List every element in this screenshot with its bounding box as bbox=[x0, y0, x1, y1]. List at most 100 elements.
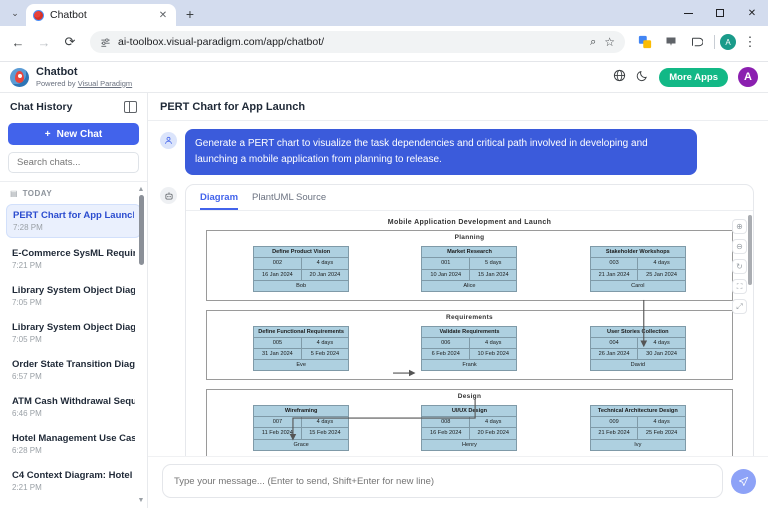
task-id: 002 bbox=[254, 258, 302, 269]
extensions-puzzle-icon[interactable] bbox=[633, 30, 657, 54]
reload-icon[interactable]: ⟳ bbox=[64, 34, 76, 49]
tab-search-chevron-icon[interactable]: ⌄ bbox=[11, 7, 19, 18]
side-panel-icon[interactable] bbox=[685, 30, 709, 54]
visual-paradigm-logo-icon bbox=[10, 67, 29, 87]
task-id: 009 bbox=[591, 417, 639, 428]
search-input[interactable] bbox=[8, 152, 139, 173]
more-apps-button[interactable]: More Apps bbox=[659, 67, 728, 87]
panel-collapse-icon[interactable] bbox=[124, 101, 137, 113]
diagram-viewport[interactable]: Mobile Application Development and Launc… bbox=[186, 211, 753, 456]
task-duration: 4 days bbox=[484, 419, 502, 426]
chat-history-item[interactable]: E-Commerce SysML Require...7:21 PM bbox=[6, 243, 141, 275]
chat-history-item[interactable]: Order State Transition Diagra...6:57 PM bbox=[6, 354, 141, 386]
chat-item-title: ATM Cash Withdrawal Seque... bbox=[12, 396, 135, 407]
fullscreen-icon[interactable]: ⤢ bbox=[732, 299, 747, 315]
user-avatar[interactable]: A bbox=[738, 67, 758, 87]
app-header-actions: More Apps A bbox=[613, 67, 758, 87]
chat-history-item[interactable]: C4 Context Diagram: Hotel ...2:21 PM bbox=[6, 465, 141, 497]
task-start-date: 6 Feb 2024 bbox=[422, 349, 470, 360]
maximize-button[interactable] bbox=[704, 0, 736, 26]
moon-icon[interactable] bbox=[636, 69, 649, 85]
chat-history-item[interactable]: Library System Object Diagr...7:05 PM bbox=[6, 317, 141, 349]
diagram-scrollbar-thumb[interactable] bbox=[748, 215, 752, 286]
address-bar[interactable]: ai-toolbox.visual-paradigm.com/app/chatb… bbox=[90, 31, 625, 53]
chat-history-item[interactable]: ATM Cash Withdrawal Seque...6:46 PM bbox=[6, 391, 141, 423]
bookmark-star-icon[interactable]: ☆ bbox=[604, 35, 615, 49]
chat-item-title: Order State Transition Diagra... bbox=[12, 359, 135, 370]
chat-history-item[interactable]: Library System Object Diagr...7:05 PM bbox=[6, 280, 141, 312]
globe-icon[interactable] bbox=[613, 69, 626, 85]
tab-close-icon[interactable]: ✕ bbox=[158, 9, 168, 21]
diagram-scrollbar[interactable] bbox=[748, 215, 752, 456]
scroll-up-icon[interactable]: ▲ bbox=[137, 186, 145, 193]
scrollbar-thumb[interactable] bbox=[138, 195, 144, 265]
minimize-button[interactable] bbox=[672, 0, 704, 26]
tab-plantuml-source[interactable]: PlantUML Source bbox=[252, 192, 327, 204]
browser-tab[interactable]: Chatbot ✕ bbox=[26, 4, 176, 26]
save-to-drive-icon[interactable] bbox=[659, 30, 683, 54]
diagram-toolbar: ⊕ ⊖ ↻ ⛶ ⤢ bbox=[732, 219, 747, 315]
browser-menu-icon[interactable]: ⋮ bbox=[743, 34, 757, 49]
diagram-card: Diagram PlantUML Source Mobile Applicatio… bbox=[185, 184, 754, 456]
task-id: 008 bbox=[422, 417, 470, 428]
chat-item-time: 7:05 PM bbox=[12, 335, 42, 344]
search-wrapper bbox=[0, 152, 147, 181]
user-message-bubble: Generate a PERT chart to visualize the t… bbox=[185, 129, 697, 176]
task-start-date: 16 Feb 2024 bbox=[422, 428, 470, 439]
new-tab-button[interactable]: + bbox=[185, 6, 195, 22]
task-end-date: 15 Jan 2024 bbox=[477, 271, 509, 278]
send-button[interactable] bbox=[731, 468, 756, 494]
site-settings-icon[interactable] bbox=[100, 37, 111, 48]
powered-by-text: Powered by Visual Paradigm bbox=[36, 79, 132, 88]
fit-to-screen-icon[interactable]: ⛶ bbox=[732, 279, 747, 295]
zoom-icon[interactable]: ⌕ bbox=[590, 35, 597, 48]
back-icon[interactable]: ← bbox=[11, 34, 25, 50]
task-owner: Henry bbox=[462, 441, 477, 448]
zoom-out-icon[interactable]: ⊖ bbox=[732, 239, 747, 255]
browser-profile-avatar[interactable]: A bbox=[720, 34, 736, 50]
new-chat-button[interactable]: + New Chat bbox=[8, 123, 139, 145]
forward-icon[interactable]: → bbox=[37, 34, 51, 50]
task-end-date: 15 Feb 2024 bbox=[309, 430, 341, 437]
pert-chart: Mobile Application Development and Launc… bbox=[194, 219, 745, 456]
task-id-duration-row: 008 4 days bbox=[422, 417, 517, 429]
card-tab-bar: Diagram PlantUML Source bbox=[186, 185, 753, 212]
sidebar-scrollbar[interactable]: ▲ ▼ bbox=[137, 186, 145, 504]
zoom-in-icon[interactable]: ⊕ bbox=[732, 219, 747, 235]
visual-paradigm-link[interactable]: Visual Paradigm bbox=[77, 78, 133, 88]
task-dates-row: 16 Feb 2024 20 Feb 2024 bbox=[422, 428, 517, 440]
close-window-button[interactable]: ✕ bbox=[747, 7, 757, 19]
tab-diagram[interactable]: Diagram bbox=[200, 192, 239, 211]
task-end-date: 20 Jan 2024 bbox=[309, 271, 341, 278]
chat-history-item[interactable]: ATM System C4 Diagram2:08 PM bbox=[6, 502, 141, 508]
task-end-date: 10 Feb 2024 bbox=[477, 351, 509, 358]
message-input[interactable] bbox=[162, 464, 723, 498]
reset-view-icon[interactable]: ↻ bbox=[732, 259, 747, 275]
scroll-down-icon[interactable]: ▼ bbox=[137, 497, 145, 504]
task-end-date: 20 Feb 2024 bbox=[477, 430, 509, 437]
